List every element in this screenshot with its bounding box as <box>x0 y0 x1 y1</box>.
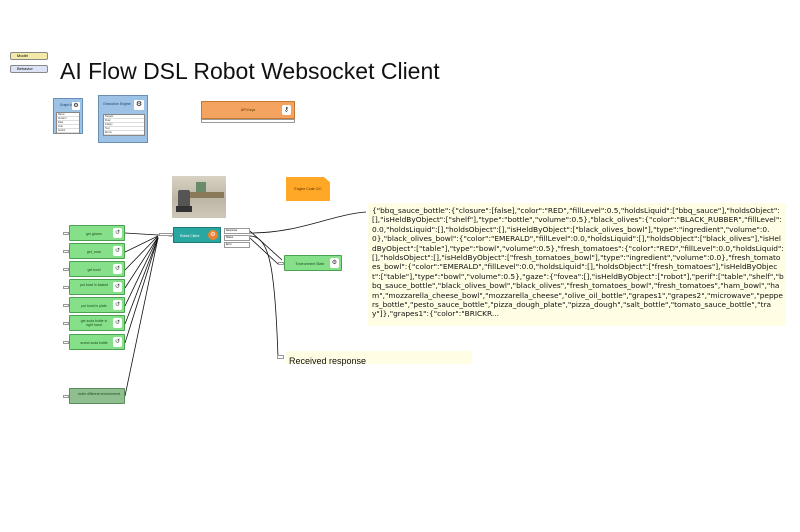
engine-row: Errors <box>104 131 144 135</box>
action-port[interactable] <box>63 250 69 253</box>
graph-info-node[interactable]: Graph Info ⚙ Name Version Date Link Auth… <box>53 98 83 134</box>
environment-state-label: Environment State <box>295 262 325 266</box>
output-port-response[interactable]: Response <box>224 228 250 234</box>
response-json-text: {"bbq_sauce_bottle":{"closure":[false],"… <box>368 203 786 326</box>
robot-preview-image <box>172 176 226 218</box>
action-label: get gloves <box>86 232 102 236</box>
robot-client-outputs: Response Status Error <box>224 228 250 248</box>
table-shape <box>190 192 224 198</box>
action-node[interactable]: get_rows ↺ <box>63 243 125 259</box>
environment-state-port[interactable] <box>278 262 284 265</box>
graph-info-table: Name Version Date Link Author <box>56 112 80 134</box>
robot-icon: ⚙ <box>208 230 218 240</box>
action-port[interactable] <box>63 232 69 235</box>
execution-engine-table: Targets Flow Library Test Errors <box>103 114 145 136</box>
action-label: screw soda bottle <box>80 341 108 345</box>
action-node[interactable]: put bowl in plate ↺ <box>63 297 125 313</box>
state-icon: ⚙ <box>330 258 339 268</box>
action-label: get soda bottle in right hand <box>80 319 108 327</box>
enter-environment-node[interactable]: enter different environment <box>63 388 125 404</box>
execution-engine-node[interactable]: Execution Engine ⚙ Targets Flow Library … <box>98 95 148 143</box>
api-keys-field[interactable] <box>201 119 295 123</box>
legend-model: Model <box>10 52 48 60</box>
action-icon: ↺ <box>113 300 122 310</box>
output-port-status[interactable]: Status <box>224 235 250 241</box>
action-port[interactable] <box>63 322 69 325</box>
action-node[interactable]: get gloves ↺ <box>63 225 125 241</box>
engine-code-label: Engine Code C/C <box>294 187 322 191</box>
page-title: AI Flow DSL Robot Websocket Client <box>60 58 440 84</box>
robot-client-label: Robot Client <box>180 234 200 238</box>
engine-row: Targets <box>104 115 144 119</box>
action-port[interactable] <box>63 341 69 344</box>
action-node[interactable]: get soda bottle in right hand ↺ <box>63 315 125 331</box>
environment-state-node[interactable]: Environment State ⚙ <box>278 255 342 271</box>
enter-environment-port[interactable] <box>63 395 69 398</box>
action-icon: ↺ <box>113 282 122 292</box>
action-port[interactable] <box>63 304 69 307</box>
engine-row: Flow <box>104 119 144 123</box>
engine-icon: ⚙ <box>134 100 144 110</box>
enter-environment-label: enter different environment <box>78 392 120 396</box>
robot-client-input-port[interactable] <box>159 233 173 236</box>
graph-row: Author <box>57 129 79 133</box>
graph-info-label: Graph Info <box>59 103 77 107</box>
action-label: get_rows <box>86 250 102 254</box>
graph-row: Link <box>57 125 79 129</box>
shelf-shape <box>196 182 206 192</box>
action-node[interactable]: get bowl ↺ <box>63 261 125 277</box>
action-node[interactable]: screw soda bottle ↺ <box>63 334 125 350</box>
received-response-port[interactable] <box>277 355 284 359</box>
legend-behavior-label: Behavior <box>17 66 33 71</box>
graph-row: Name <box>57 113 79 117</box>
graph-icon: ⚙ <box>72 102 80 110</box>
engine-code-note[interactable]: Engine Code C/C <box>286 177 330 201</box>
key-icon: ⚷ <box>282 105 291 115</box>
api-keys-node[interactable]: API Keys ⚷ <box>201 101 295 119</box>
execution-engine-label: Execution Engine <box>103 102 131 106</box>
action-icon: ↺ <box>113 337 122 347</box>
engine-row: Library <box>104 123 144 127</box>
robot-base-shape <box>176 206 192 212</box>
action-label: get bowl <box>87 268 101 272</box>
action-label: put bowl in plate <box>81 304 107 308</box>
legend-behavior: Behavior <box>10 65 48 73</box>
action-icon: ↺ <box>113 264 122 274</box>
graph-row: Version <box>57 117 79 121</box>
received-response-label: Received response <box>289 356 367 366</box>
action-icon: ↺ <box>113 228 122 238</box>
api-keys-label: API Keys <box>240 108 256 112</box>
received-response-note: Received response <box>286 351 472 366</box>
robot-client-node[interactable]: Robot Client ⚙ <box>173 227 221 243</box>
action-icon: ↺ <box>113 318 122 328</box>
action-port[interactable] <box>63 268 69 271</box>
action-port[interactable] <box>63 286 69 289</box>
engine-row: Test <box>104 127 144 131</box>
graph-row: Date <box>57 121 79 125</box>
output-port-error[interactable]: Error <box>224 242 250 248</box>
legend-model-label: Model <box>17 53 28 58</box>
action-node[interactable]: put bowl in basket ↺ <box>63 279 125 295</box>
action-icon: ↺ <box>113 246 122 256</box>
action-label: put bowl in basket <box>79 283 109 287</box>
